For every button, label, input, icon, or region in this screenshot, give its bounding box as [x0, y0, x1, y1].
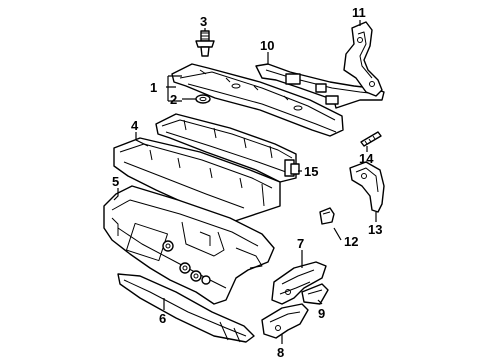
callout-8: 8 [277, 345, 284, 360]
part-13-side-bracket [349, 161, 385, 213]
leader-12 [333, 227, 342, 241]
callout-14: 14 [359, 151, 374, 166]
callout-13: 13 [368, 222, 382, 237]
part-3-bolt [195, 30, 215, 57]
part-5-dash-panel [103, 185, 275, 305]
callout-2: 2 [170, 92, 177, 107]
part-8-lower-bracket [261, 303, 309, 339]
callout-4: 4 [131, 118, 139, 133]
leader-5 [113, 188, 119, 201]
leader-9 [317, 299, 323, 305]
leader-1 [166, 75, 182, 102]
part-9-clip [301, 283, 329, 305]
leader-lines [113, 20, 377, 344]
callouts: 1 2 3 4 5 6 7 8 9 10 11 12 13 14 15 [112, 5, 382, 360]
part-2-grommet [195, 94, 211, 104]
part-1-upper-cowl-panel [171, 63, 344, 137]
part-14-stud [360, 131, 382, 147]
callout-7: 7 [297, 236, 304, 251]
part-4-lower-cowl-panel [113, 137, 281, 223]
callout-5: 5 [112, 174, 119, 189]
callout-11: 11 [352, 5, 366, 20]
part-12-clip [319, 207, 335, 225]
part-11-hanger-bracket [343, 21, 383, 97]
callout-10: 10 [260, 38, 274, 53]
callout-1: 1 [150, 80, 157, 95]
callout-6: 6 [159, 311, 166, 326]
callout-12: 12 [344, 234, 358, 249]
part-7-bracket [271, 261, 327, 305]
callout-15: 15 [304, 164, 318, 179]
leader-4 [135, 132, 149, 147]
callout-9: 9 [318, 306, 325, 321]
part-15-clip [290, 163, 300, 175]
part-6-lower-reinforcement [117, 273, 255, 343]
callout-3: 3 [200, 14, 207, 29]
